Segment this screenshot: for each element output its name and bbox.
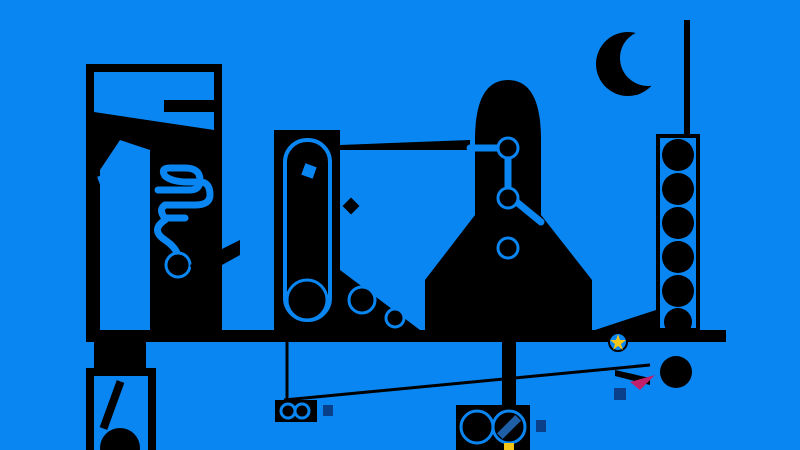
floor-beam — [86, 330, 726, 342]
moon-icon — [596, 30, 676, 96]
gear-box-left — [275, 400, 333, 422]
lower-left-machine — [86, 342, 156, 450]
ball-tower — [595, 20, 700, 336]
star-icon[interactable] — [608, 332, 628, 352]
gear-box-right — [456, 405, 546, 450]
switch-icon — [323, 405, 333, 416]
lever-rod — [283, 363, 651, 402]
middle-machine — [274, 130, 470, 330]
switch-icon — [536, 420, 546, 432]
right-trigger — [614, 356, 692, 400]
left-machine-tower — [86, 64, 240, 330]
piston — [502, 284, 516, 414]
switch-icon — [614, 388, 626, 400]
